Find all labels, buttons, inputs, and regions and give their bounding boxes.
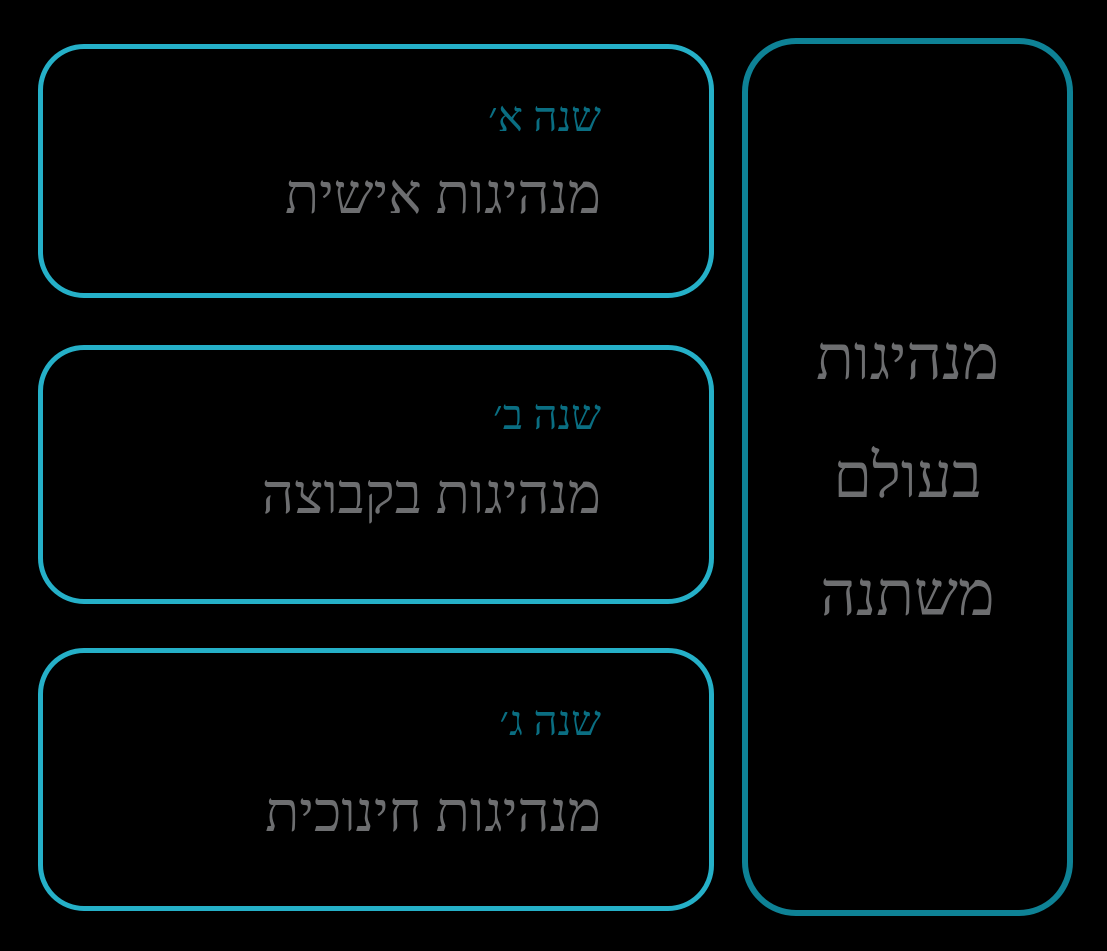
year-card-2-topic: מנהיגות בקבוצה [261,464,601,526]
program-panel[interactable]: מנהיגות בעולם משתנה [742,38,1073,916]
year-card-3-label: שנה ג׳ [499,699,601,745]
program-title-line-3: משתנה [820,561,995,629]
program-title-line-1: מנהיגות [816,325,999,393]
program-title-line-2: בעולם [833,443,982,511]
year-card-3[interactable]: שנה ג׳ מנהיגות חינוכית [38,648,714,911]
year-card-list: שנה א׳ מנהיגות אישית שנה ב׳ מנהיגות בקבו… [38,44,714,911]
year-card-2[interactable]: שנה ב׳ מנהיגות בקבוצה [38,345,714,604]
year-card-3-topic: מנהיגות חינוכית [265,782,601,844]
year-card-2-label: שנה ב׳ [493,393,601,439]
year-card-1-label: שנה א׳ [488,95,601,141]
year-card-1-topic: מנהיגות אישית [284,164,601,226]
year-card-1[interactable]: שנה א׳ מנהיגות אישית [38,44,714,298]
